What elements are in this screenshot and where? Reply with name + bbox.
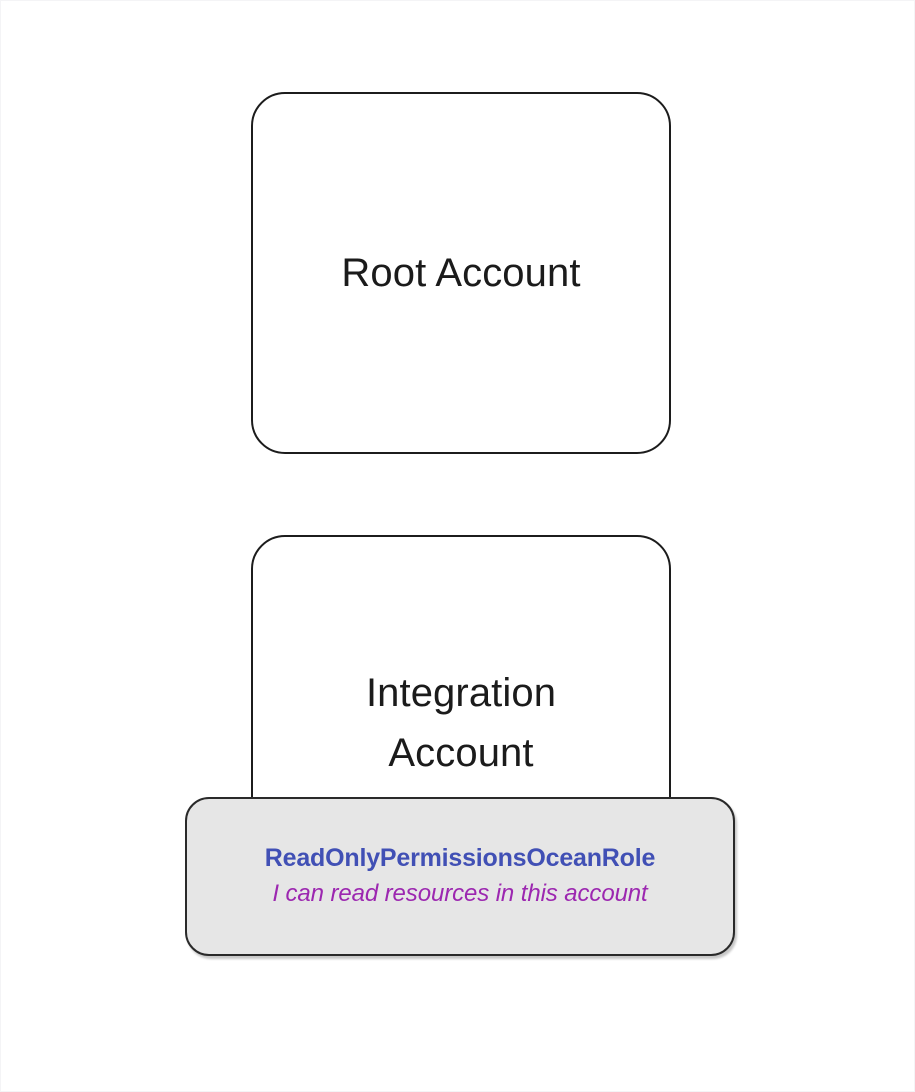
role-description-label: I can read resources in this account	[272, 880, 648, 908]
integration-account-label: Integration Account	[365, 671, 557, 775]
readonly-role-node[interactable]: ReadOnlyPermissionsOceanRole I can read …	[185, 797, 735, 956]
role-name-label: ReadOnlyPermissionsOceanRole	[264, 843, 656, 872]
root-account-label: Root Account	[341, 251, 581, 295]
root-account-container[interactable]: Root Account	[251, 92, 671, 454]
